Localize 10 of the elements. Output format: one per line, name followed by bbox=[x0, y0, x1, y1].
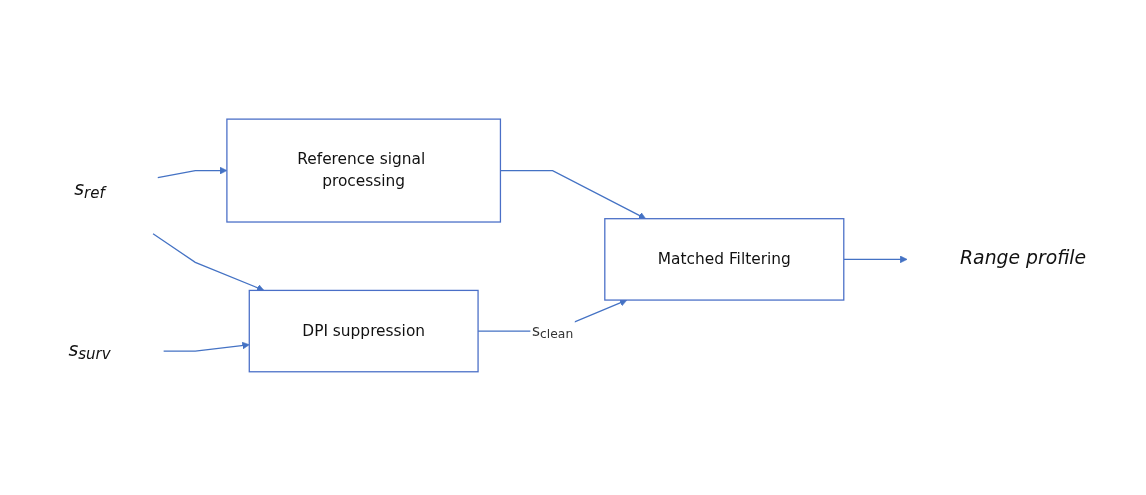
arrow bbox=[163, 341, 250, 352]
edge-label: s$_{clean}$ bbox=[532, 321, 574, 341]
node-box: DPI suppression bbox=[248, 289, 479, 373]
node-text: s$_{ref}$ bbox=[74, 178, 105, 202]
arrow bbox=[152, 233, 265, 292]
node-box: Matched Filtering bbox=[604, 218, 845, 301]
node-box: Reference signal processing bbox=[226, 118, 502, 223]
node-text: Range profile bbox=[960, 247, 1087, 269]
node-text: s$_{surv}$ bbox=[68, 338, 111, 363]
arrow bbox=[843, 255, 908, 264]
